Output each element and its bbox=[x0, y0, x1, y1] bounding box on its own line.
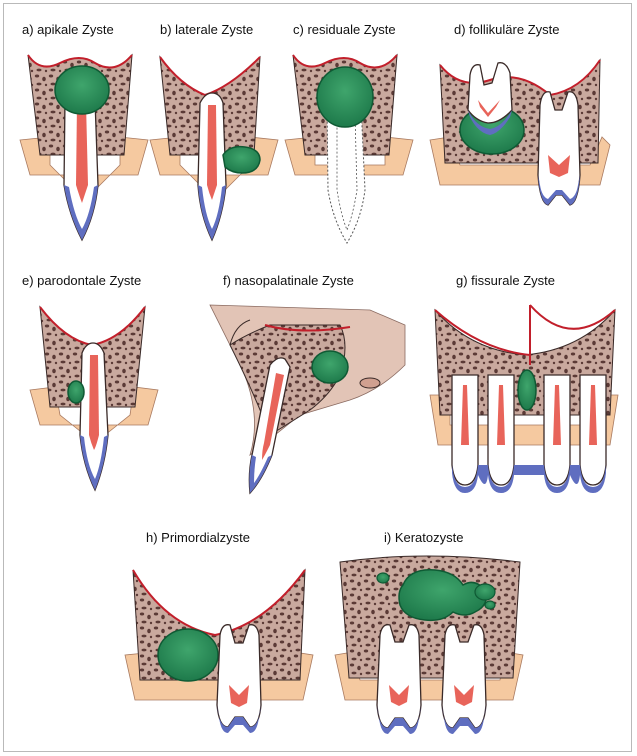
label-residuale-zyste: c) residuale Zyste bbox=[293, 22, 396, 37]
panel-apikale-zyste bbox=[20, 45, 150, 245]
panel-nasopalatinale-zyste bbox=[210, 295, 410, 495]
cyst-satellite-3 bbox=[485, 601, 495, 609]
label-primordialzyste: h) Primordialzyste bbox=[146, 530, 250, 545]
panel-keratozyste bbox=[335, 550, 525, 735]
panel-laterale-zyste bbox=[150, 45, 280, 245]
label-apikale-zyste: a) apikale Zyste bbox=[22, 22, 114, 37]
panel-parodontale-zyste bbox=[30, 295, 160, 495]
panel-primordialzyste bbox=[125, 555, 315, 735]
label-parodontale-zyste: e) parodontale Zyste bbox=[22, 273, 141, 288]
panel-follikulaere-zyste bbox=[430, 45, 610, 215]
cyst bbox=[223, 147, 260, 173]
label-keratozyste: i) Keratozyste bbox=[384, 530, 463, 545]
cyst-satellite-1 bbox=[377, 573, 389, 583]
cyst bbox=[158, 629, 218, 681]
label-fissurale-zyste: g) fissurale Zyste bbox=[456, 273, 555, 288]
panel-fissurale-zyste bbox=[430, 295, 620, 495]
label-follikulaere-zyste: d) follikuläre Zyste bbox=[454, 22, 559, 37]
cyst bbox=[68, 381, 84, 403]
cyst bbox=[312, 351, 348, 383]
pulp bbox=[76, 103, 88, 203]
cyst-satellite-2 bbox=[475, 584, 495, 600]
cyst bbox=[317, 67, 373, 127]
cyst bbox=[55, 66, 109, 114]
panel-residuale-zyste bbox=[285, 45, 415, 245]
label-laterale-zyste: b) laterale Zyste bbox=[160, 22, 253, 37]
nerve-canal bbox=[360, 378, 380, 388]
pulp bbox=[207, 105, 217, 200]
cyst bbox=[518, 370, 536, 410]
label-nasopalatinale-zyste: f) nasopalatinale Zyste bbox=[223, 273, 354, 288]
pulp bbox=[89, 355, 99, 450]
